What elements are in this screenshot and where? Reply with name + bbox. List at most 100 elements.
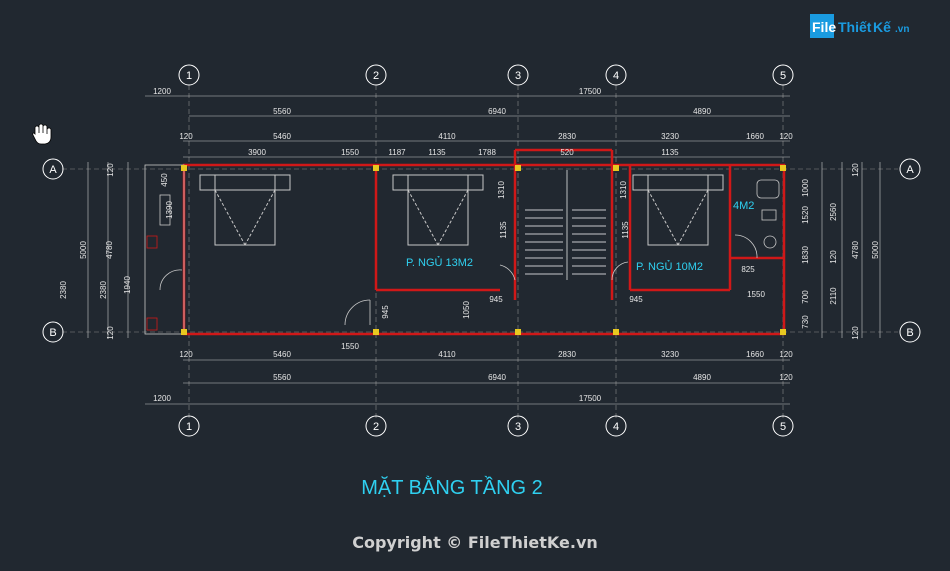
- dim-right-700: 700: [801, 290, 810, 304]
- dim-top-seg-1: 5560: [273, 107, 291, 116]
- dim-bot-r1-4: 3230: [661, 350, 679, 359]
- dim-int-1050: 1050: [462, 301, 471, 319]
- drawing-title: MẶT BẰNG TẦNG 2: [361, 475, 543, 499]
- logo-vn: .vn: [895, 24, 909, 35]
- dim-int-1310a: 1310: [497, 181, 506, 199]
- dim-int-1390: 1390: [165, 201, 174, 219]
- left-dimensions: 5000 4780 2380 2380 1940 120 120: [59, 163, 132, 340]
- dim-right-1520: 1520: [801, 206, 810, 224]
- logo-ke: Kế: [873, 19, 891, 35]
- dim-left-4780: 4780: [105, 241, 114, 259]
- axis-b-right: B: [906, 327, 913, 339]
- wc-fixtures: [756, 179, 780, 249]
- dim-top-r3-2: 4110: [438, 132, 456, 141]
- axis-b-left: B: [49, 327, 56, 339]
- dim-top-seg-2: 6940: [488, 107, 506, 116]
- dim-left-120a: 120: [106, 163, 115, 177]
- dim-left-120b: 120: [106, 326, 115, 340]
- dim-top-seg-3: 4890: [693, 107, 711, 116]
- room-label-bedroom-13: P. NGỦ 13M2: [406, 256, 473, 269]
- dim-int-945b: 945: [629, 295, 643, 304]
- dim-bot-r1-1: 5460: [273, 350, 291, 359]
- axis-5-bottom: 5: [780, 421, 786, 433]
- dim-top-r4-0: 3900: [248, 148, 266, 157]
- dim-top-offset: 1200: [153, 87, 171, 96]
- dim-bot-r1-5: 1660: [746, 350, 764, 359]
- dim-bot-r2-3: 120: [779, 373, 793, 382]
- dim-right-4780: 4780: [851, 241, 860, 259]
- top-dimensions: 1200 17500 5560 6940 4890 120 5460 4110 …: [153, 87, 793, 157]
- dim-top-r4-2: 1187: [388, 148, 406, 157]
- filethietke-logo: File Thiết Kế .vn: [810, 14, 909, 38]
- dim-top-r4-3: 1135: [428, 148, 446, 157]
- axis-4-bottom: 4: [613, 421, 619, 433]
- dim-bot-r2-0: 5560: [273, 373, 291, 382]
- dim-top-r3-4: 3230: [661, 132, 679, 141]
- dim-top-r3-6: 120: [779, 132, 793, 141]
- logo-box: [810, 14, 834, 38]
- dim-left-1940: 1940: [123, 276, 132, 294]
- interior-dimensions: 450 1390 1310 1135 1310 1135 825 1550 15…: [160, 173, 765, 351]
- dim-bot-r1-0: 120: [179, 350, 193, 359]
- dim-int-1310b: 1310: [619, 181, 628, 199]
- axis-labels: 1 2 3 4 5 1 2 3 4 5 A B A B: [49, 70, 914, 433]
- dim-right-120a: 120: [851, 163, 860, 177]
- axis-4-top: 4: [613, 70, 619, 82]
- dim-top-r4-1: 1550: [341, 148, 359, 157]
- dim-bot-r1-6: 120: [779, 350, 793, 359]
- room-label-wc: 4M2: [733, 200, 754, 212]
- dim-right-2560: 2560: [829, 203, 838, 221]
- axis-2-bottom: 2: [373, 421, 379, 433]
- dim-int-450: 450: [160, 173, 169, 187]
- bottom-dimensions: 120 5460 4110 2830 3230 1660 120 5560 69…: [153, 350, 793, 403]
- axis-1-bottom: 1: [186, 421, 192, 433]
- copyright-text: Copyright © FileThietKe.vn: [352, 533, 598, 552]
- dim-left-2380a: 2380: [59, 281, 68, 299]
- axis-bubbles: [42, 64, 921, 437]
- dim-int-945a: 945: [489, 295, 503, 304]
- dim-right-5000: 5000: [871, 241, 880, 259]
- walls: [182, 148, 786, 336]
- column-nodes: [181, 165, 786, 335]
- dim-top-r3-0: 120: [179, 132, 193, 141]
- dim-top-r4-4: 1788: [478, 148, 496, 157]
- doors: [159, 234, 758, 326]
- dim-right-1830: 1830: [801, 246, 810, 264]
- hand-pan-icon[interactable]: [32, 123, 52, 145]
- staircase: [525, 170, 606, 280]
- balcony: [144, 164, 185, 335]
- logo-file: File: [812, 19, 836, 35]
- dim-left-5000: 5000: [79, 241, 88, 259]
- dimension-lines: [87, 95, 881, 405]
- dim-top-r3-1: 5460: [273, 132, 291, 141]
- dim-int-1550a: 1550: [747, 290, 765, 299]
- grid-lines: [62, 85, 898, 418]
- right-dimensions: 1000 1520 2560 1830 120 2110 700 730 478…: [801, 163, 880, 340]
- dim-int-1135a: 1135: [499, 221, 508, 239]
- axis-a-left: A: [49, 164, 57, 176]
- dim-int-945c: 945: [381, 305, 390, 319]
- dim-bot-overall: 17500: [579, 394, 602, 403]
- dim-top-r3-3: 2830: [558, 132, 576, 141]
- dim-top-r3-5: 1660: [746, 132, 764, 141]
- dim-left-2380b: 2380: [99, 281, 108, 299]
- dim-right-2110: 2110: [829, 287, 838, 305]
- room-label-bedroom-10: P. NGỦ 10M2: [636, 260, 703, 273]
- dim-int-1135b: 1135: [621, 221, 630, 239]
- beds: [199, 174, 724, 246]
- dim-top-overall: 17500: [579, 87, 602, 96]
- dim-right-120b: 120: [851, 326, 860, 340]
- dim-bot-r2-1: 6940: [488, 373, 506, 382]
- dim-bot-offset: 1200: [153, 394, 171, 403]
- axis-3-bottom: 3: [515, 421, 521, 433]
- axis-a-right: A: [906, 164, 914, 176]
- dim-int-1550b: 1550: [341, 342, 359, 351]
- dim-right-730: 730: [801, 315, 810, 329]
- dim-bot-r2-2: 4890: [693, 373, 711, 382]
- axis-1-top: 1: [186, 70, 192, 82]
- dim-int-825: 825: [741, 265, 755, 274]
- axis-3-top: 3: [515, 70, 521, 82]
- dim-bot-r1-3: 2830: [558, 350, 576, 359]
- dim-bot-r1-2: 4110: [438, 350, 456, 359]
